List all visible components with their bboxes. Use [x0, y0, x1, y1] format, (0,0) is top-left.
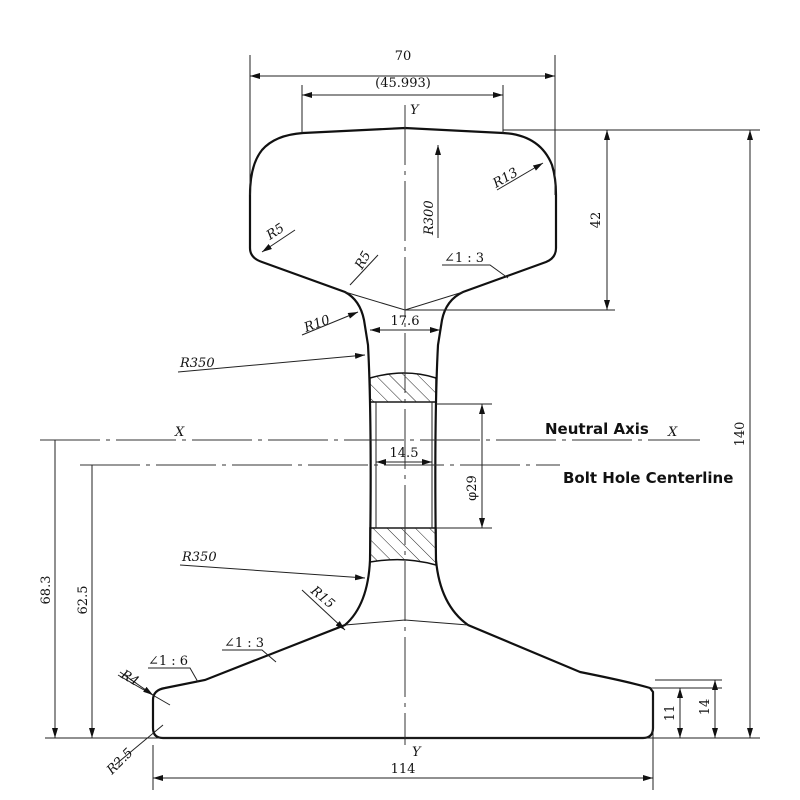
slope-head: ∠1 : 3: [444, 251, 484, 266]
dim-bolt-hole-height: 62.5: [76, 586, 91, 615]
y-axis-label-top: Y: [410, 103, 420, 118]
bolt-hole-centerline-annotation: Bolt Hole Centerline: [563, 469, 733, 487]
slope-foot-upper: ∠1 : 3: [224, 636, 264, 651]
dim-crown-width: (45.993): [375, 76, 431, 91]
radius-r10: R10: [301, 313, 332, 336]
x-axis-label-left: X: [174, 425, 185, 440]
dim-neutral-axis-height: 68.3: [39, 576, 54, 605]
dim-foot-edge-11: 11: [663, 705, 678, 722]
dim-head-height: 42: [589, 212, 604, 229]
dim-foot-edge-14: 14: [698, 699, 713, 716]
radius-r300: R300: [422, 200, 437, 236]
radius-r15: R15: [307, 583, 338, 612]
dim-web-width: 14.5: [390, 446, 419, 461]
radius-r350-bottom: R350: [181, 550, 217, 565]
dim-total-height: 140: [733, 422, 748, 447]
x-axis-label-right: X: [667, 425, 678, 440]
hatch-upper: [369, 372, 437, 403]
y-axis-label-bottom: Y: [412, 745, 422, 760]
radius-r2-5: R2.5: [104, 746, 137, 779]
radius-r5-neck: R5: [352, 249, 375, 273]
dim-base-width: 114: [391, 762, 416, 777]
hatch-lower: [369, 527, 437, 566]
radius-r5-head: R5: [263, 221, 287, 244]
radius-r350-top: R350: [179, 356, 215, 371]
radius-r13: R13: [490, 165, 521, 192]
dim-neck-width: 17.6: [391, 314, 420, 329]
dim-bolt-hole-dia: φ29: [465, 475, 480, 501]
dim-head-width: 70: [395, 49, 412, 64]
slope-foot-lower: ∠1 : 6: [148, 654, 188, 669]
neutral-axis-annotation: Neutral Axis: [545, 420, 649, 438]
